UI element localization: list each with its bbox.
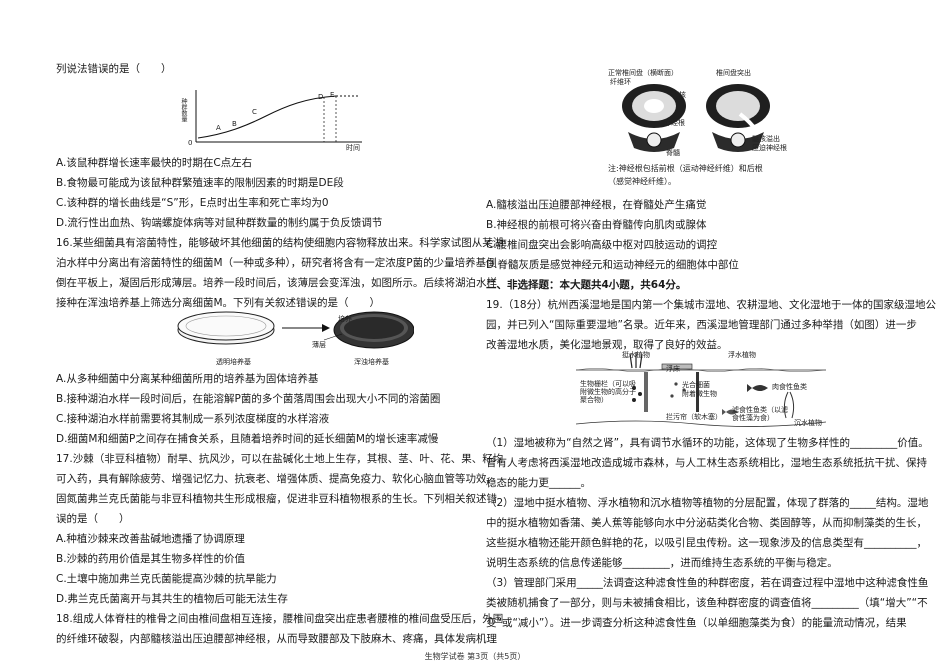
spine-overflow-label-2: 压迫神经根 [752,144,787,152]
wetland-emergent-label: 挺水植物 [622,351,650,359]
q17-line-1: 17.沙棘（非豆科植物）耐旱、抗风沙，可以在盐碱化土地上生存，其根、茎、叶、花、… [56,453,504,465]
wetland-light-label-2: 附着微生物 [682,390,717,398]
q19-part2-line-3: 这些挺水植物还能开颜色鲜艳的花，以吸引昆虫传粉。这一现象涉及的信息类型有____… [486,537,927,549]
q17-option-b: B.沙棘的药用价值是其生物多样性的价值 [56,553,246,565]
dish-clear-label: 透明培养基 [216,358,251,366]
q19-part2-line-4: 说明生态系统的信息传递能够_________，进而维持生态系统的平衡与稳定。 [486,557,838,569]
q17-line-3: 固氮菌弗兰克氏菌能与非豆科植物共生形成根瘤，促进非豆科植物根系的生长。下列相关叙… [56,493,497,505]
petri-dish-figure [177,311,414,349]
q19-line-1: 19.（18分）杭州西溪湿地是国内第一个集城市湿地、农耕湿地、文化湿地于一体的国… [486,299,937,311]
q18-option-d: D.脊髓灰质是感觉神经元和运动神经元的细胞体中部位 [486,259,739,271]
q17-option-d: D.弗兰克氏菌离开与其共生的植物后可能无法生存 [56,593,288,605]
q18-option-c: C.腰椎间盘突出会影响高级中枢对四肢运动的调控 [486,239,718,251]
q19-part1-line-1: （1）湿地被称为“自然之肾”，具有调节水循环的功能，这体现了生物多样性的____… [486,437,929,449]
wetland-floating-bed-label: 浮床 [666,365,680,373]
q19-part2-line-2: 中的挺水植物如香蒲、美人蕉等能够向水中分泌萜类化合物、类固醇等，从而抑制藻类的生… [486,517,927,529]
q18-line-1: 18.组成人体脊柱的椎骨之间由椎间盘相互连接，腰椎间盘突出症患者腰椎的椎间盘受压… [56,613,504,625]
q16-option-d: D.细菌M和细菌P之间存在捕食关系，且随着培养时间的延长细菌M的增长速率减慢 [56,433,439,445]
spine-figure [622,84,770,152]
wetland-light-label: 光合细菌 [682,381,710,389]
q16-option-b: B.接种湖泊水样一段时间后，在能溶解P菌的多个菌落周围会出现大小不同的溶菌圈 [56,393,441,405]
spine-nucleus-label: 髓核 [672,91,686,99]
page-footer: 生物学试卷 第3页（共5页） [424,652,526,661]
q19-line-3: 改善湿地水质，美化湿地景观，取得了良好的效益。 [486,339,728,351]
q18-option-b: B.神经根的前根可将兴奋由脊髓传向肌肉或腺体 [486,219,707,231]
spine-nerve-root-label: 神经根 [664,119,685,127]
q16-option-c: C.接种湖泊水样前需要将其制成一系列浓度梯度的水样溶液 [56,413,330,425]
point-e: E [330,91,335,99]
wetland-submerged-label: 沉水植物 [794,419,822,427]
q17-option-a: A.种植沙棘来改善盐碱地遗播了协调原理 [56,533,245,545]
q15-option-b: B.食物最可能成为该鼠种群繁殖速率的限制因素的时期是DE段 [56,177,344,189]
population-growth-chart [195,90,362,143]
point-a: A [216,124,221,132]
spine-overflow-label-1: 髓核溢出 [752,135,780,143]
q15-option-c: C.该种群的增长曲线是“S”形，E点时出生率和死亡率均为0 [56,197,329,209]
wetland-figure [576,352,826,427]
q19-part3-line-1: （3）管理部门采用_____法调查这种滤食性鱼的种群密度，若在调查过程中湿地中这… [486,577,929,589]
spine-note-1: 注:神经根包括前根（运动神经纤维）和后根 [608,164,763,173]
wetland-floating-label: 浮水植物 [728,351,756,359]
chart-ylabel: 种群数量 [180,98,187,122]
q15-option-d: D.流行性出血热、钩端螺旋体病等对鼠种群数量的制约属于负反馈调节 [56,217,383,229]
point-c: C [252,108,257,116]
section-heading: 二、非选择题：本大题共4小题，共64分。 [486,279,687,291]
question-15-stem-end: 列说法错误的是（ ） [56,63,172,75]
wetland-net-label: 拦污帘（软木塞） [666,413,722,421]
q19-part1-line-3: 稳态的能力更______。 [486,477,591,489]
spine-note-2: （感觉神经纤维）。 [608,177,676,186]
q18-line-2: 的纤维环破裂，内部髓核溢出压迫腰部神经根，从而导致腰部及下肢麻木、疼痛，具体发病… [56,633,497,645]
q19-line-2: 园，并已列入“国际重要湿地”名录。近年来，西溪湿地管理部门通过多种举措（如图）进… [486,319,917,331]
q17-option-c: C.土壤中施加弗兰克氏菌能提高沙棘的抗旱能力 [56,573,277,585]
chart-origin: 0 [188,139,193,147]
q17-line-4: 误的是（ ） [56,513,130,525]
q16-line-3: 倒在平板上，凝固后形成薄层。培养一段时间后，该薄层会变浑浊，如图所示。后续将湖泊… [56,277,497,289]
q16-option-a: A.从多种细菌中分离某种细菌所用的培养基为固体培养基 [56,373,319,385]
q19-part2-line-1: （2）湿地中挺水植物、浮水植物和沉水植物等植物的分层配置，体现了群落的_____… [486,497,929,509]
q19-part3-line-2: 类被随机捕食了一部分，则与未被捕食相比，该鱼种群密度的调查值将_________… [486,597,928,609]
wetland-carnivore-label: 肉食性鱼类 [772,383,807,391]
dish-thin-layer-label: 薄层 [312,341,326,349]
q16-line-2: 泊水样中分离出有溶菌特性的细菌M（一种或多种），研究者将含有一定浓度P菌的少量培… [56,257,497,269]
q16-line-1: 16.某些细菌具有溶菌特性，能够破坏其他细菌的结构使细胞内容物释放出来。科学家试… [56,237,504,249]
dish-turbid-label: 浑浊培养基 [354,358,389,366]
point-d: D [318,93,324,101]
wetland-carbon-label: 生物栅栏（可以吸附微生物的高分子聚合物） [580,380,636,404]
q17-line-2: 可入药，具有解除疲劳、增强记忆力、抗衰老、增强体质、提高免疫力、软化心脑血管等功… [56,473,497,485]
spine-cord-label: 脊髓 [666,149,680,157]
q18-option-a: A.髓核溢出压迫腰部神经根，在脊髓处产生痛觉 [486,199,707,211]
q19-part3-line-3: 变”或“减小”）。进一步调查分析这种滤食性鱼（以单细胞藻类为食）的能量流动情况，… [486,617,907,629]
q16-line-4: 接种在浑浊培养基上筛选分离细菌M。下列有关叙述错误的是（ ） [56,297,381,309]
q19-part1-line-2: 曾有人考虑将西溪湿地改造成城市森林，与人工林生态系统相比，湿地生态系统抵抗干扰、… [486,457,927,469]
wetland-filter-label: 滤食性鱼类（以滤食性藻为食） [732,406,788,422]
dish-arrow-label: 培养 [338,315,352,323]
spine-herniation-label: 椎间盘突出 [716,69,751,77]
point-b: B [232,120,237,128]
chart-xlabel: 时间 [346,144,360,152]
spine-annulus-label: 纤维环 [610,78,631,86]
q15-option-a: A.该鼠种群增长速率最快的时期在C点左右 [56,157,253,169]
spine-normal-disc-label: 正常椎间盘（横断面） [608,69,678,77]
